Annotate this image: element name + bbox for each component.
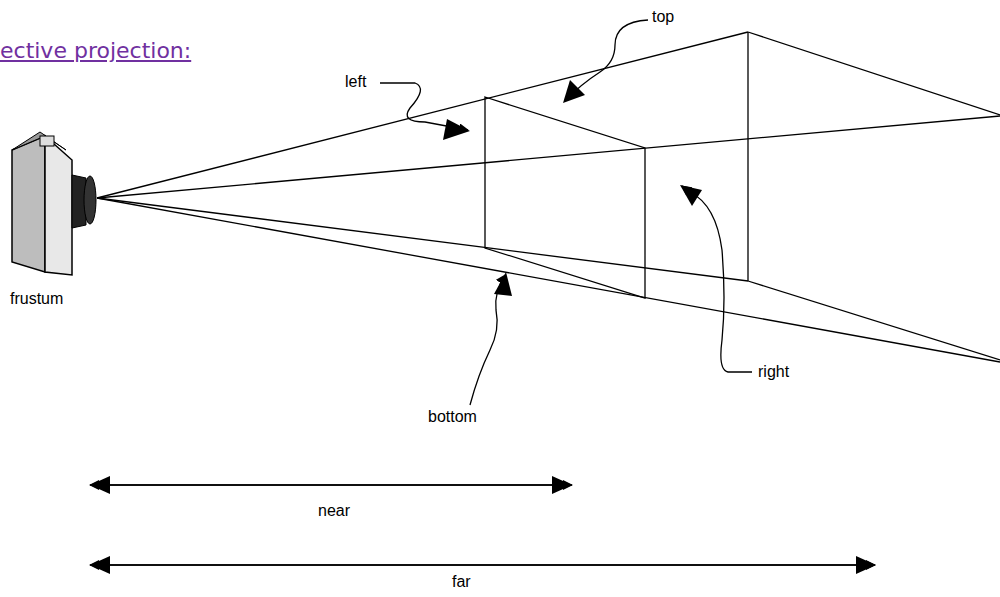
plane-label: top [652,8,674,26]
distance-label: near [318,502,350,520]
plane-label: bottom [428,408,477,426]
slide-title: ective projection: [0,38,191,63]
plane-label: right [758,363,789,381]
frustum-lines [97,32,1000,362]
camera-icon [12,132,96,275]
arrow-heads [90,80,876,574]
camera-label: frustum [10,290,63,308]
distance-label: far [452,573,471,591]
plane-label: left [345,73,366,91]
leader-lines [90,20,875,565]
